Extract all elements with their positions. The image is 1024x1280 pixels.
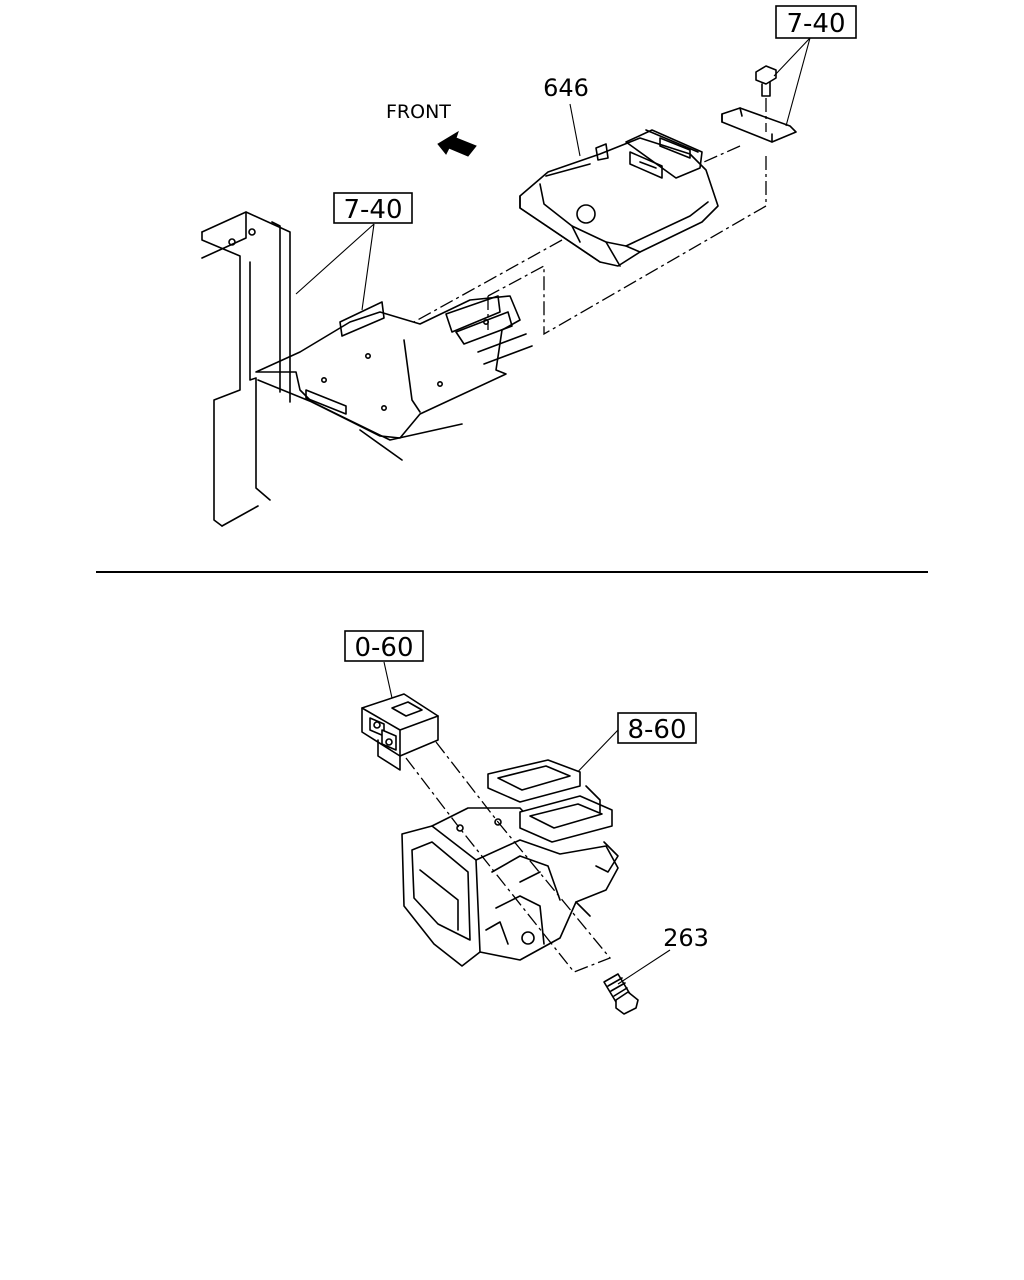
part-number-263: 263 [663, 924, 709, 952]
assembly-center-lines-lower [405, 741, 612, 973]
svg-text:7-40: 7-40 [786, 9, 845, 39]
control-unit-646 [519, 129, 719, 267]
mounting-frame [201, 211, 533, 527]
ref-box-8-60: 8-60 [617, 712, 697, 745]
svg-text:8-60: 8-60 [627, 715, 686, 745]
bolt-icon-top [755, 65, 777, 97]
assembly-center-lines-upper [413, 98, 767, 336]
front-label: FRONT [386, 101, 451, 123]
relay-module [361, 693, 439, 771]
part-number-646: 646 [543, 74, 589, 102]
bolt-icon-263 [603, 973, 639, 1015]
front-arrow-icon [437, 130, 477, 157]
svg-text:0-60: 0-60 [354, 633, 413, 663]
ref-box-left: 7-40 [333, 192, 413, 225]
mounting-bracket [721, 107, 797, 143]
ref-box-0-60: 0-60 [344, 630, 424, 663]
ref-box-top-right: 7-40 [775, 5, 857, 39]
svg-text:7-40: 7-40 [343, 195, 402, 225]
hvac-unit [401, 759, 619, 967]
